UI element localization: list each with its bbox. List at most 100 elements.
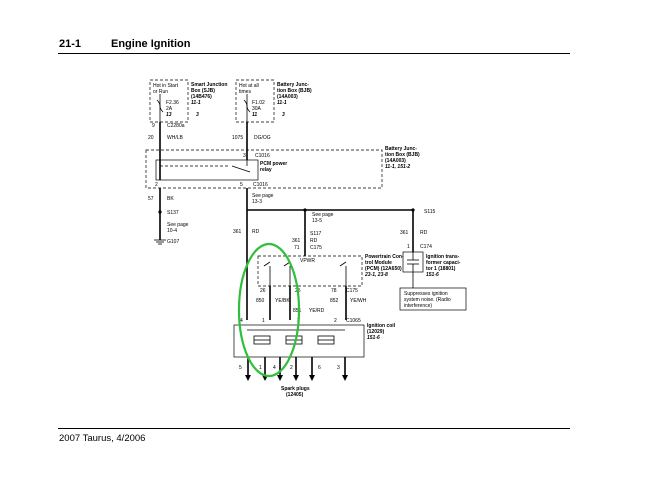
coil-ref: 151-6 <box>367 335 380 341</box>
pcm-pin-26: 26 <box>260 288 266 294</box>
spark-plug-icon <box>342 375 348 381</box>
note-line3: interference) <box>404 303 432 309</box>
sjb-page-ref2: 3 <box>196 112 199 118</box>
s117-circuit: 361 <box>292 238 301 244</box>
circuit-850-number: 850 <box>256 298 265 304</box>
spark-plug-icon <box>293 375 299 381</box>
relay-body <box>155 159 259 181</box>
s137-splice: S137 <box>167 210 179 216</box>
pcm-connector: C175 <box>346 288 358 294</box>
circuit-851-color: YE/RD <box>309 308 325 314</box>
relay-connector-top: C1016 <box>255 153 270 159</box>
coil-connector: C1065 <box>346 318 361 324</box>
sjb-fuse-block: Hot in Start or Run F2.36 2A 13 Smart Ju… <box>149 79 227 123</box>
cap-pin: 1 <box>407 244 410 250</box>
header-rule <box>58 53 570 54</box>
pcm-line3: (PCM) (12A650) <box>365 266 402 272</box>
sjb-hot-line1: Hot in Start <box>153 83 179 89</box>
bjb-fuse-amps: 30A <box>252 106 262 112</box>
note-line1: Suppresses ignition <box>404 291 448 297</box>
plug-number-6: 6 <box>318 365 321 371</box>
bjb-name-line3: (14A003) <box>277 94 298 100</box>
pcm-vpwr: VPWR <box>300 258 315 264</box>
plug-number-1: 1 <box>259 365 262 371</box>
sjb-page-ref: 11-1 <box>191 100 201 106</box>
bjb-relay-box <box>145 149 383 189</box>
page-header: 21-1 Engine Ignition <box>59 38 190 50</box>
relay-pin-bl: 2 <box>155 182 158 188</box>
sjb-hot-line2: or Run <box>153 89 168 95</box>
bjb-name-line2: tion Box (BJB) <box>277 88 312 94</box>
relay-pin-top: 3 <box>243 153 246 159</box>
sjb-name-line2: Box (SJB) <box>191 88 215 94</box>
see-page-relay-line1: See page <box>252 193 274 199</box>
section-number: 21-1 <box>59 38 82 50</box>
circuit-1075-number: 1075 <box>232 135 243 141</box>
page-footer: 2007 Taurus, 4/2006 <box>59 433 146 444</box>
s137-ground: G107 <box>167 239 179 245</box>
circuit-361-number: 361 <box>233 229 242 235</box>
c2280a-connector: C2280a <box>167 123 185 129</box>
note-box <box>399 287 467 311</box>
sjb-fuse-amps: 2A <box>166 106 173 112</box>
s117-splice: S117 <box>310 231 322 237</box>
sjb-name-line3: (14B476) <box>191 94 212 100</box>
circuit-852-number: 852 <box>330 298 339 304</box>
coil-pin-4: 4 <box>240 318 243 324</box>
spark-plugs-line1: Spark plugs <box>281 386 310 392</box>
bjb-hot-line2: times <box>239 89 251 95</box>
circuit-1075-color: DG/OG <box>254 135 271 141</box>
sjb-fuse-id: F2.36 <box>166 100 179 106</box>
circuit-850-color: YE/BK <box>275 298 290 304</box>
relay-label-line2: relay <box>260 167 272 173</box>
s117-connector: C175 <box>310 245 322 251</box>
ignition-capacitor: 361 RD 1 C174 Ignition trans- former cap… <box>399 210 467 311</box>
relay-box-line2: tion Box (BJB) <box>385 152 420 158</box>
s137-see-line1: See page <box>167 222 189 228</box>
cap-line3: tor 1 (18801) <box>426 266 456 272</box>
bjb-name-line1: Battery Junc- <box>277 82 309 88</box>
cap-ref: 151-6 <box>426 272 439 278</box>
highlight-ellipse <box>237 242 301 378</box>
bjb-fuse-block: Hot at all times F1.02 30A 11 Battery Ju… <box>235 79 312 123</box>
circuit-20-number: 20 <box>148 135 154 141</box>
coil-pin-2: 2 <box>334 318 337 324</box>
s117-pin: 71 <box>294 245 300 251</box>
circuit-57-number: 57 <box>148 196 154 202</box>
cap-line2: former capaci- <box>426 260 461 266</box>
splice-dot <box>158 210 162 214</box>
plug-number-4: 4 <box>273 365 276 371</box>
s117-color: RD <box>310 238 318 244</box>
pcm-driver-2 <box>283 261 291 274</box>
spark-plugs-line2: (12405) <box>286 392 304 398</box>
s115-splice: S115 <box>424 209 436 215</box>
coil-line1: Ignition coil <box>367 323 396 329</box>
relay-contact <box>231 165 251 173</box>
pcm-line1: Powertrain Con- <box>365 254 404 260</box>
cap-line1: Ignition trans- <box>426 254 460 260</box>
bjb-fuse-id: F1.02 <box>252 100 265 106</box>
cap-connector: C174 <box>420 244 432 250</box>
coil-control-circuits: 850 YE/BK 851 YE/RD 852 YE/WH <box>256 286 367 320</box>
plug-number-2: 2 <box>290 365 293 371</box>
fuse-icon <box>156 99 164 113</box>
relay-label-line1: PCM power <box>260 161 287 167</box>
sjb-fuse-ref: 13 <box>166 112 172 118</box>
bjb-page-ref2: 3 <box>282 112 285 118</box>
spark-plug-icon <box>277 375 283 381</box>
pcm-driver-3 <box>339 261 347 274</box>
fuse-icon <box>243 99 251 113</box>
pcm-driver-1 <box>263 261 271 274</box>
section-title: Engine Ignition <box>111 38 191 50</box>
pcm-power-relay: 3 C1016 2 5 C1016 PCM power relay Batter… <box>145 146 420 189</box>
see-page-relay-line2: 13-3 <box>252 199 262 205</box>
bjb-hot-line1: Hot at all <box>239 83 259 89</box>
spark-plug-leads: 5 1 4 2 6 3 Spark plugs (12405) <box>239 357 348 398</box>
pcm-line2: trol Module <box>365 260 392 266</box>
c2280a-pin: 9 <box>152 123 155 129</box>
pcm-ref: 23-1, 23-8 <box>364 272 388 278</box>
circuit-57-color: BK <box>167 196 174 202</box>
see-page-top-line2: 13-5 <box>312 218 322 224</box>
note-line2: system noise. (Radio <box>404 297 451 303</box>
